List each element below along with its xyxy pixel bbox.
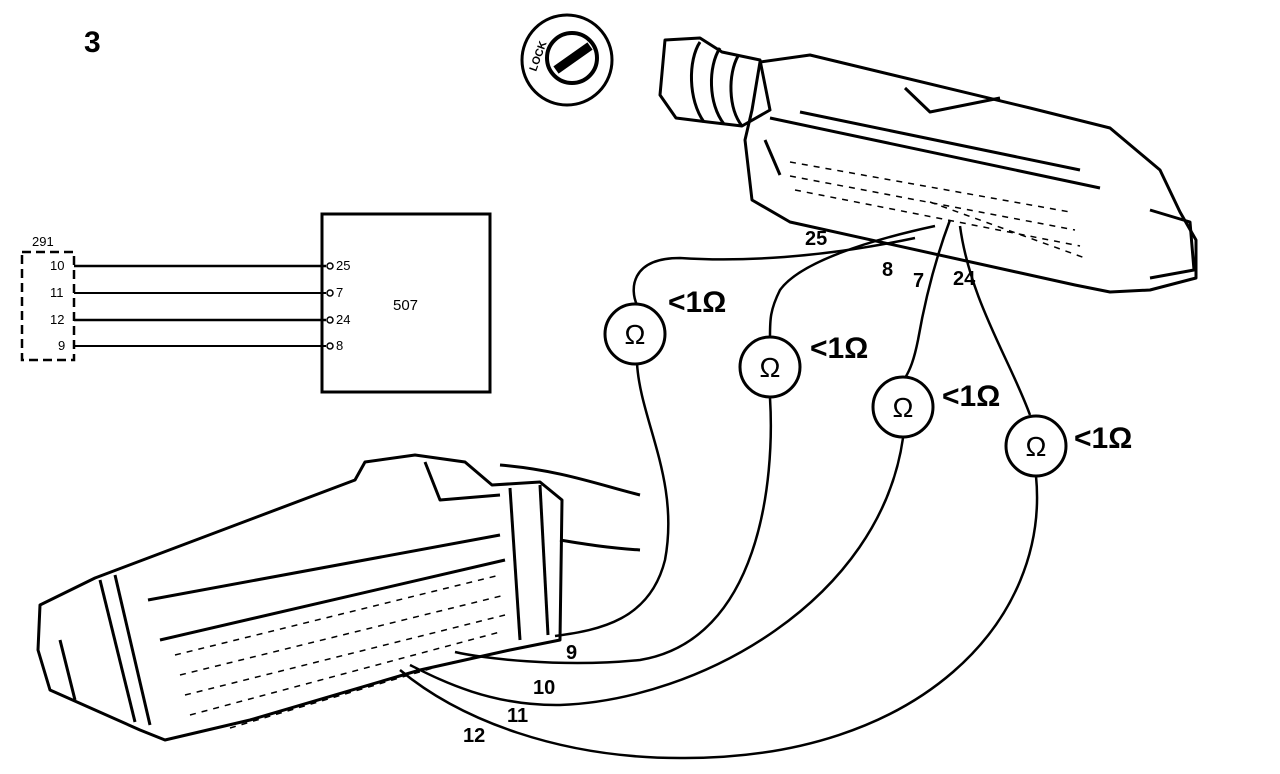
- ohmmeter-4: Ω <1Ω: [1004, 414, 1132, 478]
- lower-connector: [36, 453, 641, 742]
- ohmmeter-1: Ω <1Ω: [603, 286, 726, 366]
- lower-pin-11-label: 11: [507, 705, 528, 727]
- pin-507-8: 8: [336, 338, 343, 353]
- lock-icon: LOCK: [520, 13, 614, 107]
- pin-507-25: 25: [336, 258, 350, 273]
- ohmmeter-2-reading: <1Ω: [810, 332, 868, 365]
- upper-pin-7-label: 7: [913, 270, 924, 292]
- pin-507-7: 7: [336, 285, 343, 300]
- upper-connector: [658, 36, 1198, 294]
- pin-291-10: 10: [50, 258, 64, 273]
- lower-pin-10-label: 10: [533, 677, 555, 699]
- ohmmeter-3: Ω <1Ω: [871, 375, 1000, 439]
- ohmmeter-2: Ω <1Ω: [738, 332, 868, 399]
- pin-291-11: 11: [50, 285, 64, 300]
- ohmmeter-2-dial: [738, 335, 802, 399]
- module-507-box: [320, 212, 492, 394]
- ohm-symbol-icon: Ω: [625, 319, 646, 350]
- lower-pin-9-label: 9: [566, 642, 577, 664]
- connector-291-box: [20, 250, 76, 362]
- pin-507-24: 24: [336, 312, 350, 327]
- step-number: 3: [84, 26, 101, 59]
- module-507-label: 507: [393, 297, 418, 314]
- ohmmeter-4-reading: <1Ω: [1074, 422, 1132, 455]
- ohm-symbol-icon: Ω: [760, 352, 781, 383]
- schematic: 291 507 10 25 11 7 12 24 9 8: [20, 212, 492, 394]
- ohmmeter-4-dial: [1004, 414, 1068, 478]
- connector-291-label: 291: [32, 234, 54, 249]
- ohmmeter-1-reading: <1Ω: [668, 286, 726, 319]
- test-leads: [399, 219, 1039, 760]
- ohmmeter-1-dial: [603, 302, 667, 366]
- ohm-symbol-icon: Ω: [1026, 431, 1047, 462]
- ohmmeter-3-reading: <1Ω: [942, 380, 1000, 413]
- pin-291-12: 12: [50, 312, 64, 327]
- pin-291-9: 9: [58, 338, 65, 353]
- upper-pin-25-label: 25: [805, 228, 827, 250]
- lower-pin-12-label: 12: [463, 725, 485, 747]
- ohm-symbol-icon: Ω: [893, 392, 914, 423]
- ohmmeter-3-dial: [871, 375, 935, 439]
- upper-pin-8-label: 8: [882, 259, 893, 281]
- upper-pin-24-label: 24: [953, 268, 976, 290]
